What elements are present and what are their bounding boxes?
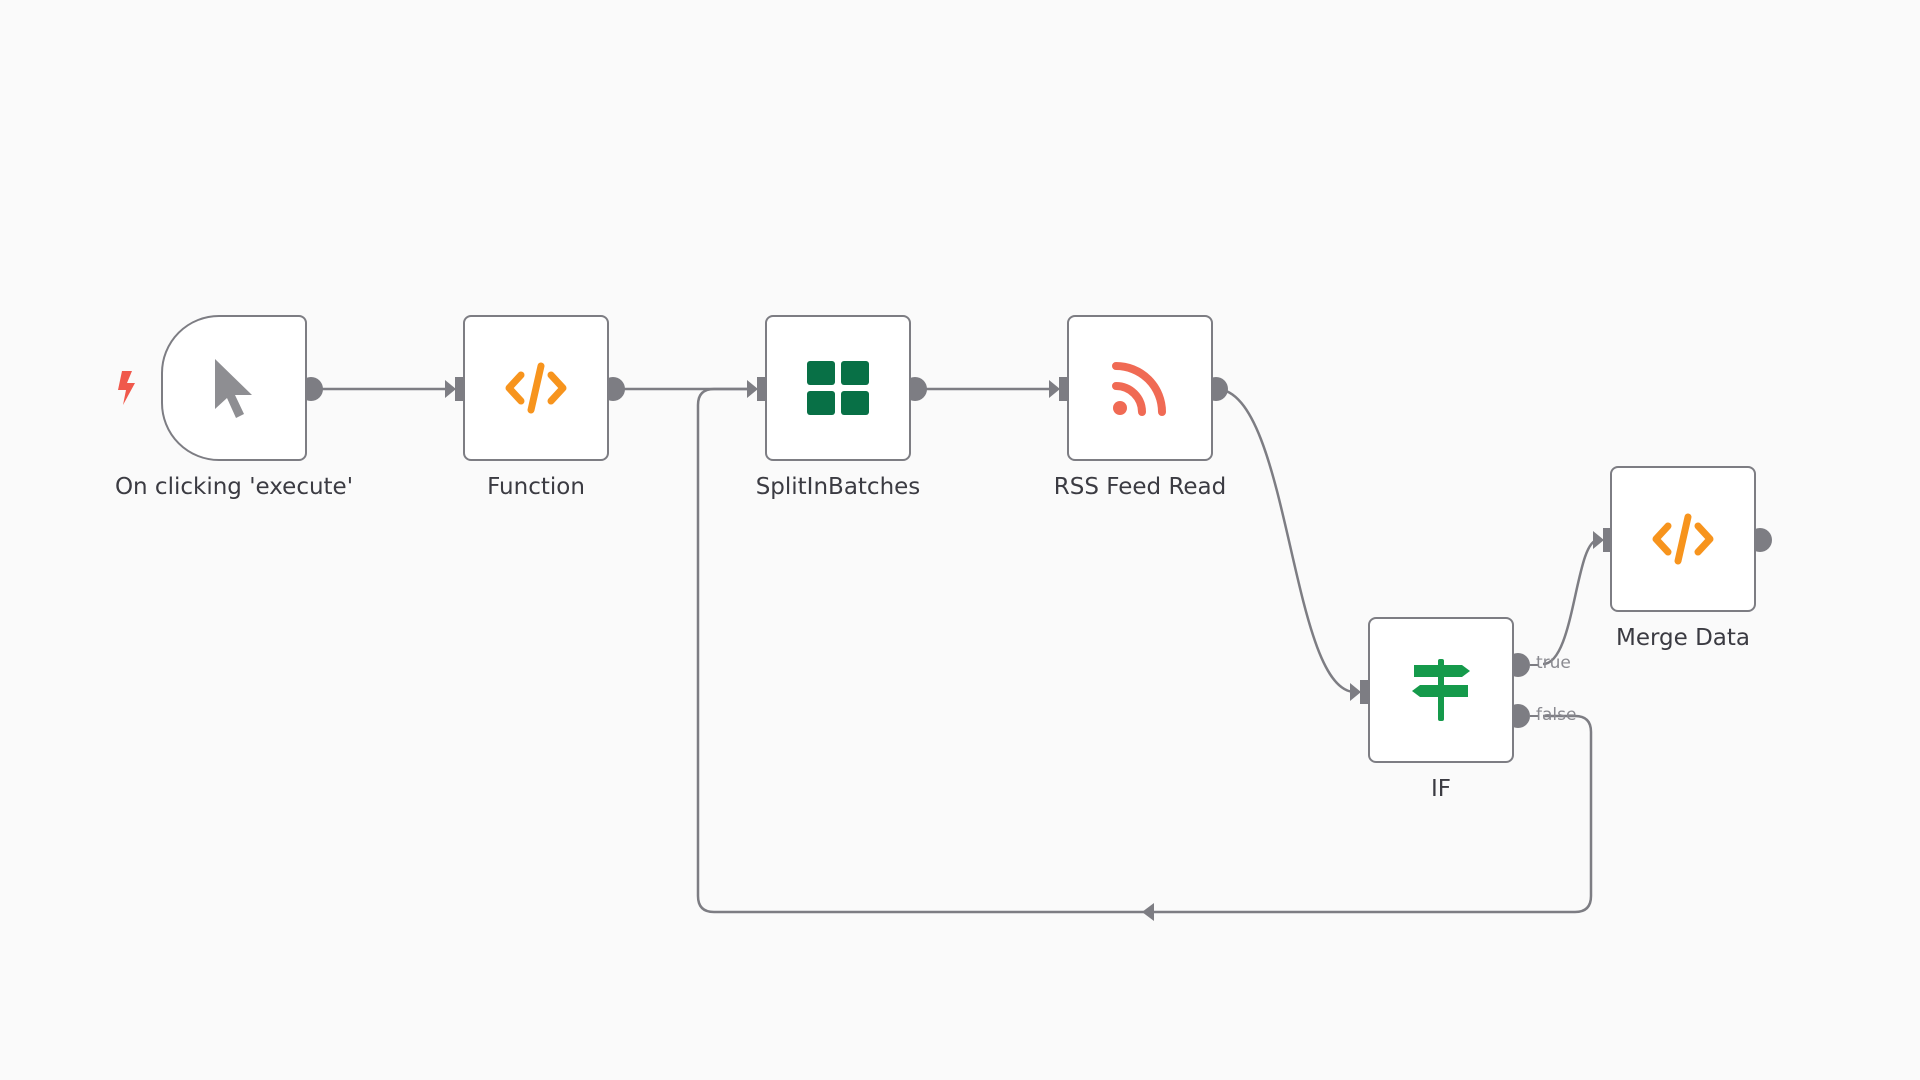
node-rss-feed-read[interactable] [1067,315,1213,461]
rss-icon [1112,362,1166,416]
if-output-false-label: false [1536,705,1577,725]
edge-if-merge [1542,538,1599,666]
arrow-rss-in [1049,380,1060,398]
node-if[interactable] [1368,617,1514,763]
port-if-in [1360,680,1369,704]
node-label-trigger: On clicking 'execute' [114,474,354,500]
node-label-function: Function [487,474,585,500]
node-merge-data[interactable] [1610,466,1756,612]
node-label-merge-data: Merge Data [1615,625,1751,651]
port-rss-in [1059,377,1068,401]
signpost-icon [1412,659,1470,721]
arrow-if-in [1350,683,1361,701]
trigger-bolt-icon [118,371,135,405]
node-label-if: IF [1430,776,1451,802]
node-label-rss-feed-read: RSS Feed Read [1053,474,1227,500]
node-splitinbatches[interactable] [765,315,911,461]
port-split-in [757,377,766,401]
if-output-true-label: true [1536,653,1571,673]
arrow-split-in [747,380,758,398]
port-function-in [455,377,464,401]
arrow-function-in [445,380,456,398]
node-function[interactable] [463,315,609,461]
loop-direction-arrow [1142,903,1154,921]
port-merge-in [1603,528,1612,552]
cursor-icon [215,359,252,418]
code-icon [1652,513,1714,565]
code-icon [505,362,567,414]
edge-rss-if [1215,387,1356,694]
grid-icon [807,361,869,415]
node-manual-trigger[interactable] [161,315,307,461]
node-label-splitinbatches: SplitInBatches [755,474,921,500]
arrow-merge-in [1593,531,1604,549]
